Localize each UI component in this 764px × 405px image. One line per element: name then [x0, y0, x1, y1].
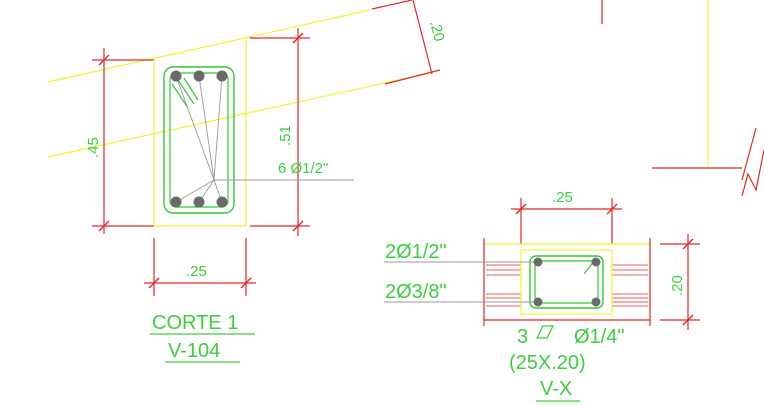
vx-section: .25 .20	[384, 189, 700, 402]
vx-bar-top-left	[533, 257, 543, 267]
slab-top-edge	[47, 9, 371, 83]
corte1-rebar-label: 6 Ø1/2"	[278, 160, 328, 177]
corte1-concrete-outline	[153, 38, 247, 227]
vx-stirrup-size: Ø1/4"	[574, 326, 624, 348]
corte1-bar-top-right	[216, 70, 228, 82]
corte1-title: CORTE 1	[152, 312, 238, 334]
corte1-height-outer-label: .45	[85, 137, 102, 158]
corte1-bar-top-center	[193, 70, 205, 82]
vx-stirrup-count: 3	[517, 326, 528, 348]
corte1-right-tick-bottom	[292, 220, 304, 232]
slab-bottom-edge	[47, 72, 431, 158]
vx-height-label: .20	[669, 275, 686, 296]
vx-width-label: .25	[552, 189, 573, 206]
break-line-lead	[741, 127, 757, 181]
corte1-hook-3	[183, 77, 199, 101]
break-line-symbol	[741, 149, 764, 197]
corte1-width-tick-left	[148, 277, 160, 289]
vx-stirrup-inner	[534, 260, 599, 304]
slab-dim-ext-top	[371, 0, 413, 10]
vx-top-bars-label: 2Ø1/2"	[385, 241, 447, 263]
corte1-width-tick-right	[240, 277, 252, 289]
vx-width-tick-left	[515, 203, 527, 215]
vx-concrete-outline	[520, 249, 613, 315]
inclined-slab: .20	[47, 0, 448, 158]
corte1-height-inner-label: .51	[277, 125, 294, 146]
corte1-left-tick-top	[98, 54, 110, 66]
slab-thickness-label: .20	[426, 19, 448, 43]
slab-dim-line	[412, 0, 433, 75]
corte1-hook-2	[177, 79, 195, 105]
corte1-section: .45 .51 6 Ø1	[85, 28, 354, 363]
vx-bar-top-right	[591, 257, 601, 267]
corte1-right-tick-top	[292, 32, 304, 44]
vx-hatch-right	[612, 264, 648, 307]
corte1-stirrup-outer	[163, 66, 235, 214]
corte1-leader-lines	[175, 75, 354, 203]
vx-hatch-left	[486, 264, 521, 307]
vx-bottom-bars-label: 2Ø3/8"	[385, 281, 447, 303]
stirrup-symbol-icon	[535, 325, 555, 339]
vx-width-tick-right	[606, 203, 618, 215]
corte1-bar-bottom-center	[193, 196, 205, 208]
corte1-subtitle: V-104	[168, 340, 220, 362]
vx-name: V-X	[540, 378, 572, 400]
corte1-bar-bottom-right	[216, 196, 228, 208]
vx-section-size: (25X.20)	[509, 352, 586, 374]
corte1-left-tick-bottom	[98, 220, 110, 232]
corte1-bar-bottom-left	[170, 196, 182, 208]
right-wall-fragment	[601, 0, 764, 197]
vx-stirrup-outer	[529, 255, 604, 309]
corte1-bar-top-left	[170, 70, 182, 82]
corte1-hook-1	[171, 83, 189, 109]
corte1-width-label: .25	[186, 263, 207, 280]
vx-bar-bottom-right	[591, 297, 601, 307]
vx-height-tick-top	[682, 238, 694, 250]
vx-bar-bottom-left	[533, 297, 543, 307]
slab-dim-ext-bottom	[384, 69, 441, 85]
vx-height-tick-bottom	[682, 314, 694, 326]
